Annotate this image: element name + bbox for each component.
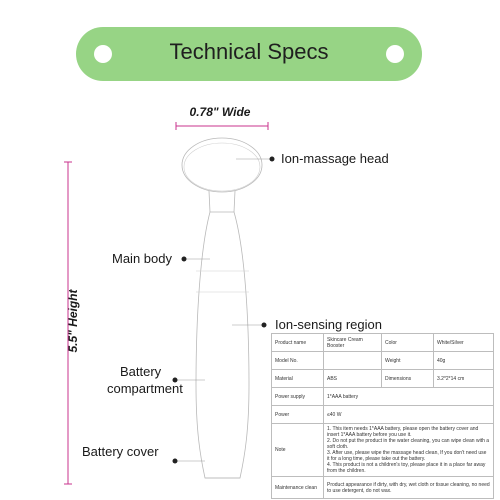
banner-hole-right xyxy=(386,45,404,63)
spec-key: Color xyxy=(381,333,434,352)
spec-key: Power xyxy=(271,405,324,424)
table-row: Note 1. This item needs 1*AAA battery, p… xyxy=(271,423,494,477)
spec-key: Material xyxy=(271,369,324,388)
callout-head: Ion-massage head xyxy=(281,151,389,166)
note-line: 2. Do not put the product in the water c… xyxy=(327,438,490,450)
note-line: 3. After use, please wipe the massage he… xyxy=(327,450,487,462)
width-dimension-label: 0.78" Wide xyxy=(189,105,251,119)
spec-value: Product appearance if dirty, with dry, w… xyxy=(323,476,494,499)
note-line: 1. This item needs 1*AAA battery, please… xyxy=(327,426,479,438)
device-main-body xyxy=(195,211,250,479)
spec-value: 3.2*2*14 cm xyxy=(433,369,494,388)
banner-hole-left xyxy=(94,45,112,63)
callout-dot-main-body xyxy=(181,256,187,262)
spec-value: 1*AAA battery xyxy=(323,387,494,406)
callout-dot-battery-compartment xyxy=(172,377,178,383)
callout-dot-battery-cover xyxy=(172,458,178,464)
spec-value: Skincare Cream Booster xyxy=(323,333,382,352)
spec-value: ABS xyxy=(323,369,382,388)
spec-key: Model No. xyxy=(271,351,324,370)
table-row: Power ≤40 W xyxy=(271,405,494,424)
callout-main-body: Main body xyxy=(112,251,172,266)
callout-battery-compartment-line1: Battery xyxy=(120,364,162,379)
title-banner: Technical Specs xyxy=(76,27,422,81)
callout-dot-sensing xyxy=(261,322,267,328)
spec-value: 40g xyxy=(433,351,494,370)
table-row: Product name Skincare Cream Booster Colo… xyxy=(271,333,494,352)
table-row: Material ABS Dimensions 3.2*2*14 cm xyxy=(271,369,494,388)
note-line: 4. This product is not a children's toy,… xyxy=(327,462,486,474)
spec-value xyxy=(323,351,382,370)
spec-key: Dimensions xyxy=(381,369,434,388)
spec-key: Maintenance clean xyxy=(271,476,324,499)
callout-sensing: Ion-sensing region xyxy=(275,317,382,332)
table-row: Power supply 1*AAA battery xyxy=(271,387,494,406)
spec-value: ≤40 W xyxy=(323,405,494,424)
spec-key: Note xyxy=(271,423,324,477)
spec-key: Product name xyxy=(271,333,324,352)
device-neck xyxy=(208,190,236,213)
banner-title: Technical Specs xyxy=(169,39,329,64)
spec-value: White/Silver xyxy=(433,333,494,352)
ion-massage-head xyxy=(181,137,263,193)
spec-key: Power supply xyxy=(271,387,324,406)
spec-note: 1. This item needs 1*AAA battery, please… xyxy=(323,423,494,477)
table-row: Model No. Weight 40g xyxy=(271,351,494,370)
callout-battery-compartment-line2: compartment xyxy=(107,381,183,396)
spec-table: Product name Skincare Cream Booster Colo… xyxy=(271,333,494,499)
table-row: Maintenance clean Product appearance if … xyxy=(271,476,494,499)
spec-key: Weight xyxy=(381,351,434,370)
callout-dot-head xyxy=(269,156,275,162)
callout-battery-cover: Battery cover xyxy=(82,444,159,459)
